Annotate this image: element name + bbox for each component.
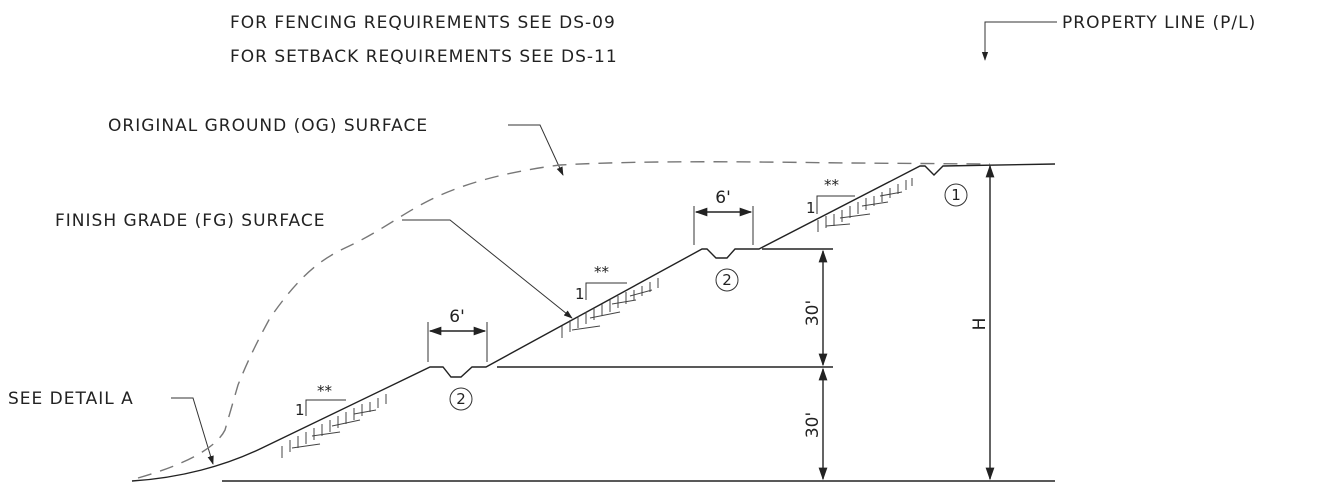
svg-text:**: ** bbox=[824, 176, 840, 194]
callout-1: 1 bbox=[944, 183, 968, 207]
svg-text:1: 1 bbox=[951, 186, 961, 204]
svg-text:1: 1 bbox=[806, 199, 816, 217]
see-detail-label: SEE DETAIL A bbox=[8, 389, 134, 409]
see-detail-leader bbox=[171, 397, 214, 465]
slope-mark-middle: 1 ** bbox=[575, 263, 627, 303]
slope-mark-lower: 1 ** bbox=[295, 382, 346, 419]
fencing-note: FOR FENCING REQUIREMENTS SEE DS-09 bbox=[230, 13, 616, 33]
property-line-leader bbox=[981, 21, 1057, 61]
svg-text:1: 1 bbox=[295, 401, 305, 419]
original-ground-leader bbox=[508, 124, 564, 176]
original-ground-surface bbox=[137, 161, 991, 479]
upper-30ft-label: 30' bbox=[803, 300, 823, 326]
callout-2-upper: 2 bbox=[715, 268, 739, 292]
slope-hatching-middle bbox=[561, 278, 659, 338]
slope-hatching-upper bbox=[817, 178, 913, 232]
svg-text:**: ** bbox=[317, 382, 333, 400]
callout-2-lower: 2 bbox=[449, 387, 473, 411]
setback-note: FOR SETBACK REQUIREMENTS SEE DS-11 bbox=[230, 47, 618, 67]
finish-grade-leader bbox=[402, 219, 573, 319]
svg-text:2: 2 bbox=[722, 271, 732, 289]
original-ground-label: ORIGINAL GROUND (OG) SURFACE bbox=[108, 116, 428, 136]
svg-text:**: ** bbox=[594, 263, 610, 281]
height-label: H bbox=[970, 318, 990, 331]
upper-bench-width-label: 6' bbox=[715, 188, 731, 208]
lower-30ft-label: 30' bbox=[803, 412, 823, 438]
finish-grade-label: FINISH GRADE (FG) SURFACE bbox=[55, 211, 326, 231]
slope-mark-upper: 1 ** bbox=[806, 176, 855, 217]
property-line-label: PROPERTY LINE (P/L) bbox=[1062, 13, 1256, 33]
finish-grade-surface bbox=[131, 163, 1056, 482]
slope-hatching-lower bbox=[281, 394, 387, 458]
svg-text:2: 2 bbox=[456, 390, 466, 408]
lower-bench-width-label: 6' bbox=[449, 307, 465, 327]
svg-text:1: 1 bbox=[575, 285, 585, 303]
